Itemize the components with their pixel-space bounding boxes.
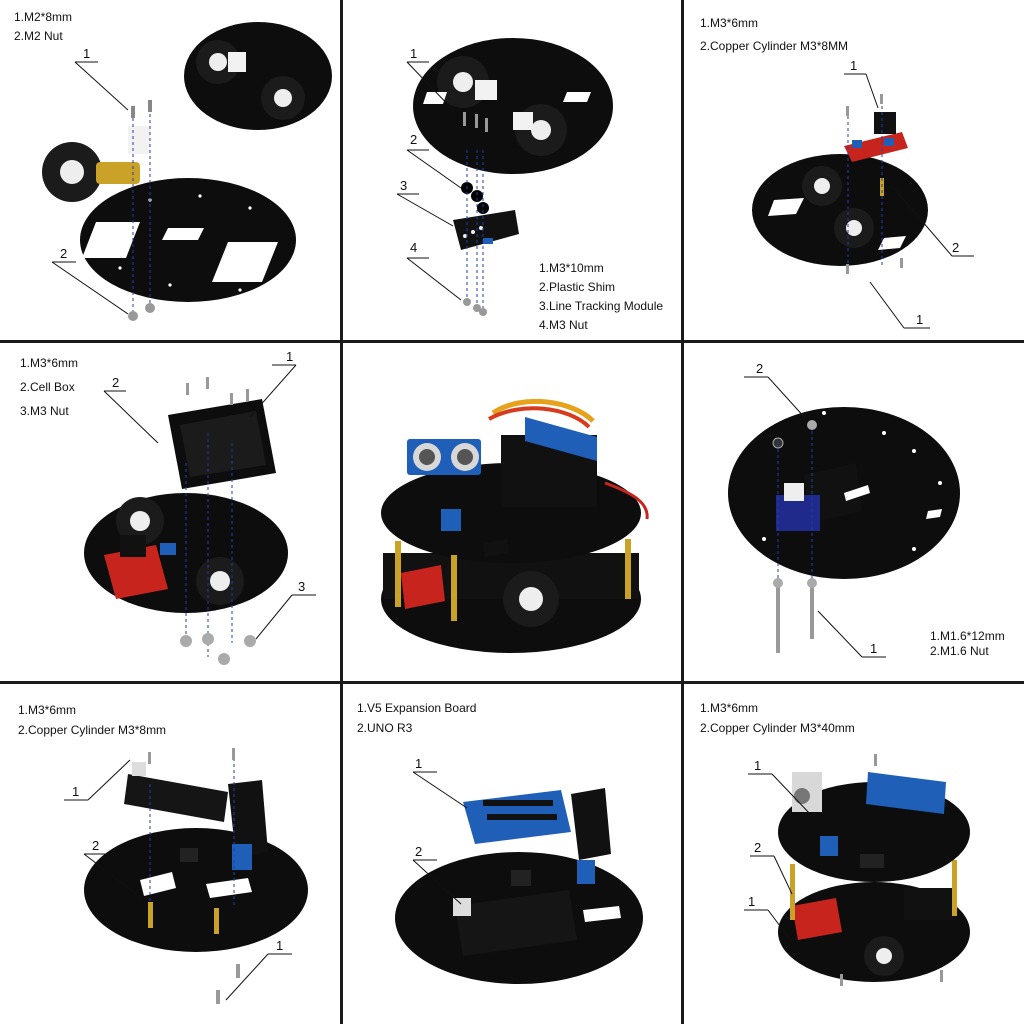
panel-step-6: 2 1 1.M1.6*12mm 2.M1.6 Nut: [684, 343, 1024, 681]
callout-label: 1: [410, 46, 418, 61]
callout-label: 2: [92, 838, 100, 853]
callout-label: 2: [756, 361, 764, 376]
step-8-illustration: [395, 771, 643, 984]
legend-item: 1.M3*6mm: [20, 356, 79, 370]
legend-item: 2.M2 Nut: [14, 29, 63, 43]
grid-divider-horizontal-2: [0, 681, 1024, 684]
legend-item: 2.M1.6 Nut: [930, 644, 989, 658]
grid-divider-vertical-1: [340, 0, 343, 1024]
legend-item: 1.M1.6*12mm: [930, 629, 1005, 643]
legend-item: 3.Line Tracking Module: [539, 299, 664, 313]
legend-step-9: 1.M3*6mm 2.Copper Cylinder M3*40mm: [700, 698, 855, 738]
callout-label: 2: [112, 375, 120, 390]
legend-step-7: 1.M3*6mm 2.Copper Cylinder M3*8mm: [18, 700, 166, 740]
callout-label: 1: [415, 756, 423, 771]
panel-assembled-robot: [343, 343, 681, 681]
legend-item: 2.Copper Cylinder M3*40mm: [700, 721, 855, 735]
step-4-illustration: [84, 364, 316, 665]
legend-item: 3.M3 Nut: [20, 404, 69, 418]
legend-item: 1.M3*6mm: [18, 703, 77, 717]
panel-step-7: 1.M3*6mm 2.Copper Cylinder M3*8mm 1 2 1: [0, 684, 340, 1024]
grid-divider-vertical-2: [681, 0, 684, 1024]
panel-step-4: 1.M3*6mm 2.Cell Box 3.M3 Nut 1 2 3: [0, 343, 340, 681]
callout-label: 1: [83, 46, 91, 61]
panel-step-8: 1.V5 Expansion Board 2.UNO R3 1 2: [343, 684, 681, 1024]
legend-item: 1.M3*6mm: [700, 701, 759, 715]
legend-item: 1.M2*8mm: [14, 10, 73, 24]
callout-label: 4: [410, 240, 418, 255]
legend-item: 1.V5 Expansion Board: [357, 701, 477, 715]
callout-label: 2: [60, 246, 68, 261]
callout-label: 3: [400, 178, 408, 193]
legend-step-8: 1.V5 Expansion Board 2.UNO R3: [357, 698, 476, 738]
callout-label: 1: [748, 894, 756, 909]
legend-item: 1.M3*10mm: [539, 261, 604, 275]
step-9-illustration: [744, 754, 970, 986]
legend-item: 2.Plastic Shim: [539, 280, 616, 294]
callout-label: 2: [952, 240, 960, 255]
assembled-robot-illustration: [381, 399, 649, 653]
legend-item: 2.UNO R3: [357, 721, 413, 735]
legend-item: 2.Copper Cylinder M3*8MM: [700, 39, 849, 53]
step-6-illustration: [728, 376, 960, 658]
legend-step-3: 1.M3*6mm 2.Copper Cylinder M3*8MM: [700, 12, 848, 58]
step-2-illustration: [396, 38, 613, 316]
legend-item: 4.M3 Nut: [539, 318, 588, 332]
callout-label: 2: [415, 844, 423, 859]
callout-label: 1: [850, 58, 858, 73]
panel-step-2: 1 2 3 4 1.M3*10mm 2.Plastic Shim 3.Line …: [343, 0, 681, 340]
step-1-illustration: [42, 22, 332, 321]
panel-step-1: 1.M2*8mm 2.M2 Nut: [0, 0, 340, 340]
legend-item: 1.M3*6mm: [700, 16, 759, 30]
callout-label: 1: [276, 938, 284, 953]
step-7-illustration: [64, 748, 308, 1004]
callout-label: 1: [870, 641, 878, 656]
panel-step-9: 1.M3*6mm 2.Copper Cylinder M3*40mm 1 2 1: [684, 684, 1024, 1024]
legend-item: 2.Copper Cylinder M3*8mm: [18, 723, 167, 737]
step-3-illustration: [752, 73, 974, 329]
callout-label: 1: [754, 758, 762, 773]
callout-label: 1: [916, 312, 924, 327]
callout-label: 3: [298, 579, 306, 594]
callout-label: 1: [286, 349, 294, 364]
legend-step-1: 1.M2*8mm 2.M2 Nut: [14, 8, 72, 46]
grid-divider-horizontal-1: [0, 340, 1024, 343]
legend-step-2: 1.M3*10mm 2.Plastic Shim 3.Line Tracking…: [539, 259, 663, 335]
legend-step-6: 1.M1.6*12mm 2.M1.6 Nut: [930, 629, 1005, 659]
callout-label: 2: [410, 132, 418, 147]
callout-label: 2: [754, 840, 762, 855]
callout-label: 1: [72, 784, 80, 799]
panel-step-3: 1.M3*6mm 2.Copper Cylinder M3*8MM 1 2 1: [684, 0, 1024, 340]
legend-step-4: 1.M3*6mm 2.Cell Box 3.M3 Nut: [20, 351, 78, 423]
legend-item: 2.Cell Box: [20, 380, 75, 394]
